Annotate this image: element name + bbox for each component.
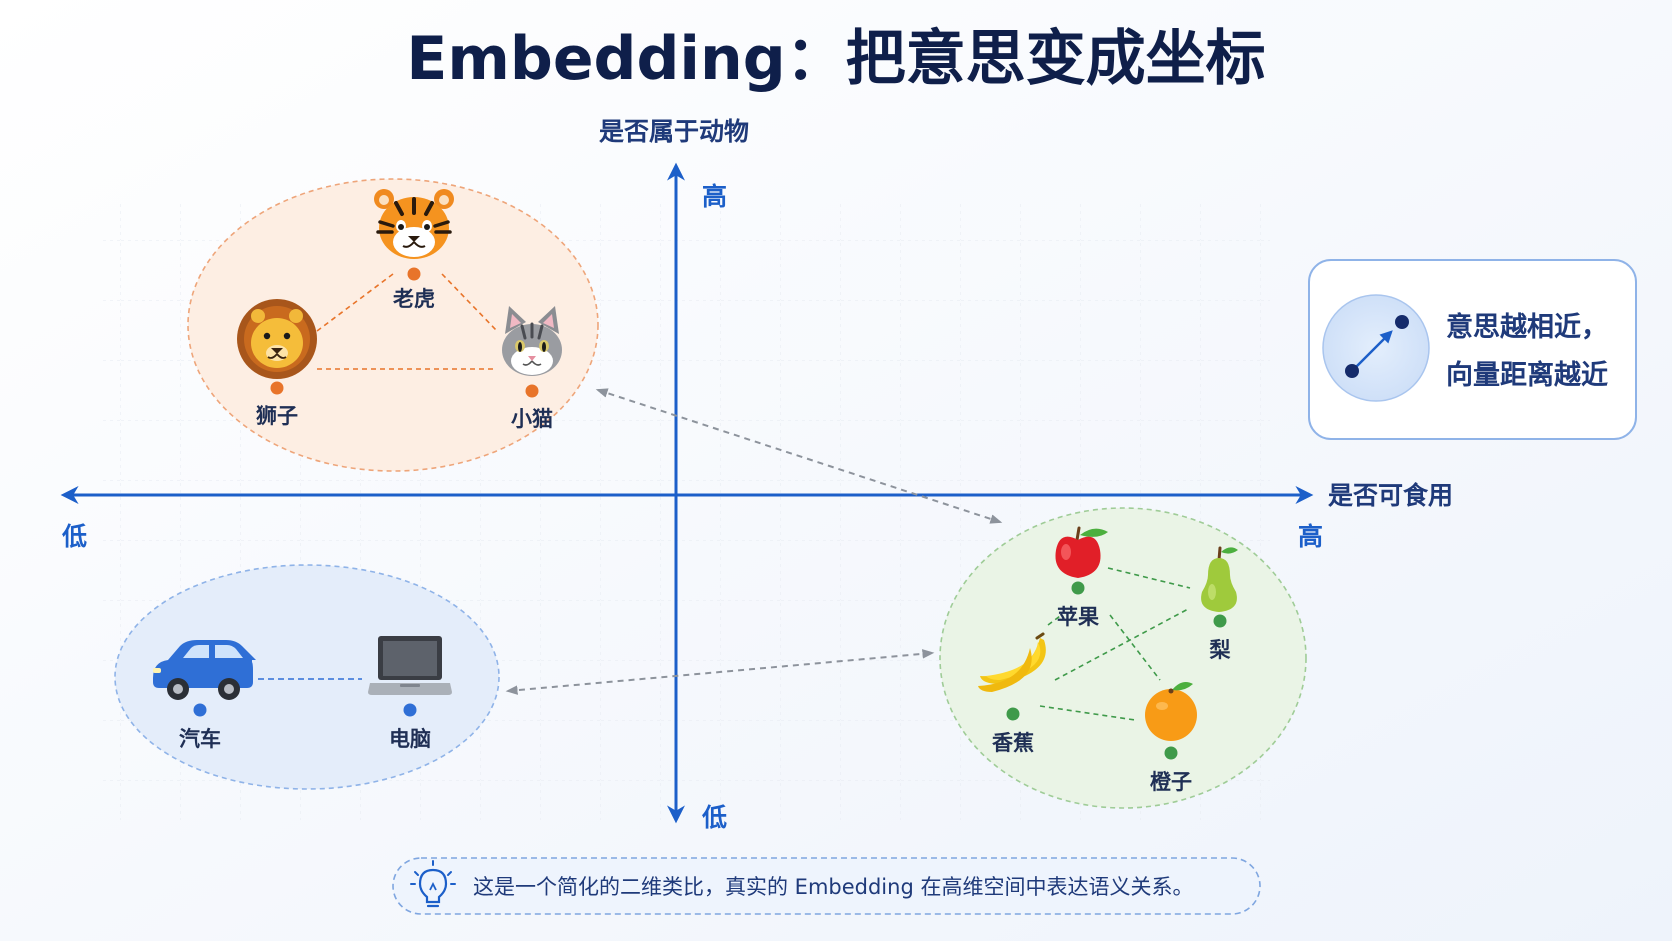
objects-cluster — [114, 564, 500, 790]
legend-box: 意思越相近， 向量距离越近 — [1308, 259, 1637, 440]
orange-point — [1164, 746, 1178, 760]
cat-face-icon — [502, 306, 562, 376]
x-axis-low-label: 低 — [61, 522, 87, 551]
footnote-box: 这是一个简化的二维类比，真实的 Embedding 在高维空间中表达语义关系。 — [392, 857, 1261, 915]
car-point — [193, 703, 207, 717]
tiger-label: 老虎 — [393, 287, 435, 311]
x-axis-high-label: 高 — [1298, 522, 1323, 551]
pear-icon — [1201, 546, 1238, 612]
apple-label: 苹果 — [1057, 605, 1099, 629]
footnote-text: 这是一个简化的二维类比，真实的 Embedding 在高维空间中表达语义关系。 — [473, 875, 1193, 899]
car-label: 汽车 — [179, 727, 221, 751]
lion-point — [270, 381, 284, 395]
apple-point — [1071, 581, 1085, 595]
cat-point — [525, 384, 539, 398]
animals-links — [316, 273, 498, 370]
pear-point — [1213, 614, 1227, 628]
laptop-label: 电脑 — [389, 727, 431, 751]
lion-label: 狮子 — [256, 404, 298, 428]
legend-line-2: 向量距离越近 — [1446, 359, 1608, 391]
orange-icon — [1145, 682, 1197, 741]
y-axis-title: 是否属于动物 — [599, 117, 749, 146]
banana-point — [1006, 707, 1020, 721]
tiger-face-icon — [374, 189, 454, 259]
laptop-icon — [368, 636, 452, 695]
orange-label: 橙子 — [1150, 770, 1192, 794]
fruits-cluster — [939, 507, 1307, 809]
apple-icon — [1055, 526, 1108, 578]
banana-label: 香蕉 — [992, 731, 1034, 755]
y-axis-low-label: 低 — [701, 803, 727, 832]
lightbulb-icon — [410, 860, 456, 908]
x-axis-title: 是否可食用 — [1328, 481, 1453, 510]
laptop-point — [403, 703, 417, 717]
lion-face-icon — [237, 299, 317, 379]
animals-fruits-distance-arrow — [595, 388, 1003, 524]
tiger-point — [407, 267, 421, 281]
animals-cluster — [187, 178, 599, 472]
y-axis-high-label: 高 — [702, 182, 727, 211]
vector-arrow-icon — [1322, 294, 1430, 402]
page-title: Embedding：把意思变成坐标 — [406, 24, 1265, 94]
pear-label: 梨 — [1210, 638, 1231, 662]
fruits-links — [1039, 567, 1191, 721]
objects-fruits-distance-arrow — [505, 649, 935, 695]
legend-line-1: 意思越相近， — [1446, 311, 1608, 343]
banana-icon — [978, 632, 1046, 692]
cat-label: 小猫 — [511, 407, 553, 431]
car-icon — [153, 640, 256, 700]
